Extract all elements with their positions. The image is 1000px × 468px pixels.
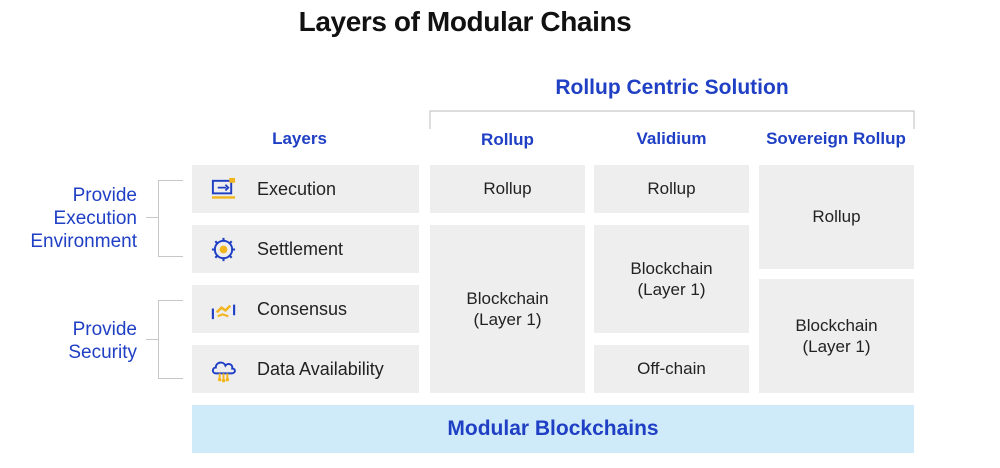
layer-execution-row: Execution: [192, 165, 419, 213]
validium-column-blockchain-layer1-cell: Blockchain (Layer 1): [594, 225, 749, 333]
security-group-bracket-bottom: [158, 378, 183, 379]
provide-execution-environment-label: Provide Execution Environment: [30, 185, 137, 252]
layers-column-header: Layers: [272, 129, 327, 148]
execution-label: Execution: [257, 178, 337, 199]
rollup-column-execution-cell: Rollup: [430, 165, 585, 213]
consensus-label: Consensus: [257, 298, 348, 319]
security-group-bracket-tick: [146, 339, 158, 340]
layer-data-availability-row: Data Availability: [192, 345, 419, 393]
layer-consensus-row: Consensus: [192, 285, 419, 333]
execution-icon: [211, 177, 236, 199]
settlement-gear-icon: [211, 237, 236, 261]
provide-security-label: Provide Security: [68, 319, 137, 363]
execution-group-bracket-tick: [146, 217, 158, 218]
rollup-column-header: Rollup: [481, 130, 534, 149]
sovereign-rollup-column-blockchain-layer1-cell: Blockchain (Layer 1): [759, 279, 914, 393]
data-availability-cloud-icon: [211, 361, 236, 382]
consensus-icon: [211, 304, 236, 319]
sovereign-rollup-column-rollup-cell: Rollup: [759, 165, 914, 269]
data-availability-label: Data Availability: [257, 358, 384, 379]
security-group-bracket-vertical: [158, 300, 159, 379]
execution-group-bracket-vertical: [158, 180, 159, 257]
execution-group-bracket-bottom: [158, 256, 183, 257]
modular-blockchains-bar: Modular Blockchains: [192, 405, 914, 453]
rollup-column-blockchain-layer1-cell: Blockchain (Layer 1): [430, 225, 585, 393]
execution-group-bracket-top: [158, 180, 183, 181]
security-group-bracket-top: [158, 300, 183, 301]
rollup-centric-bracket: [429, 110, 915, 129]
validium-column-execution-cell: Rollup: [594, 165, 749, 213]
validium-column-header: Validium: [636, 129, 707, 148]
layer-settlement-row: Settlement: [192, 225, 419, 273]
rollup-centric-solution-heading: Rollup Centric Solution: [555, 76, 789, 99]
diagram-title: Layers of Modular Chains: [298, 6, 632, 37]
sovereign-rollup-column-header: Sovereign Rollup: [766, 129, 906, 148]
validium-column-off-chain-cell: Off-chain: [594, 345, 749, 393]
settlement-label: Settlement: [257, 238, 344, 259]
